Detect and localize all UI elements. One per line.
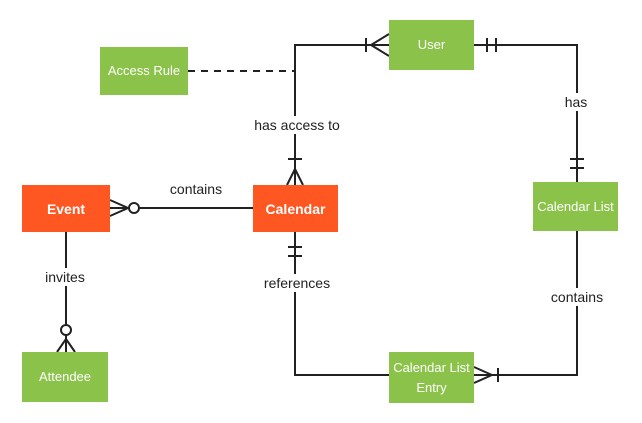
crow-foot-many-icon — [370, 33, 390, 57]
entity-access-rule[interactable]: Access Rule — [100, 47, 188, 95]
zero-circle-icon — [60, 324, 72, 336]
entity-calendar-list-label: Calendar List — [537, 198, 614, 214]
relationship-label-contains-events: contains — [164, 180, 228, 198]
crow-foot-many-icon — [56, 338, 76, 353]
zero-circle-icon — [128, 202, 140, 214]
connector-line — [294, 232, 389, 376]
connector-event-invites-attendee — [56, 232, 76, 353]
entity-event[interactable]: Event — [22, 185, 110, 232]
entity-calendar-list-entry[interactable]: Calendar List Entry — [389, 352, 474, 403]
connector-line — [474, 44, 578, 182]
connector-calendar-list-contains-entry — [473, 231, 578, 384]
relationship-label-has-access-to: has access to — [249, 116, 345, 134]
connector-line — [294, 44, 389, 185]
entity-access-rule-label: Access Rule — [107, 63, 181, 78]
connector-calendar-contains-event — [109, 199, 253, 217]
entity-calendar-list[interactable]: Calendar List — [533, 182, 618, 231]
connector-line — [474, 231, 578, 376]
relationship-label-invites: invites — [40, 268, 90, 286]
entity-calendar[interactable]: Calendar — [253, 185, 338, 232]
entity-attendee-label: Attendee — [38, 369, 92, 384]
entity-user-label: User — [417, 37, 446, 52]
entity-user[interactable]: User — [389, 20, 474, 70]
crow-foot-many-icon — [286, 168, 304, 186]
relationship-label-references: references — [258, 274, 336, 292]
crow-foot-many-icon — [473, 366, 493, 384]
entity-calendar-list-entry-label: Calendar List Entry — [393, 359, 470, 395]
entity-calendar-label: Calendar — [265, 200, 326, 217]
crow-foot-many-icon — [109, 199, 129, 217]
entity-attendee[interactable]: Attendee — [22, 352, 108, 402]
connector-entry-references-calendar — [288, 232, 389, 376]
relationship-label-contains-entries: contains — [545, 288, 609, 306]
relationship-label-has: has — [559, 93, 593, 111]
connector-user-has-calendar-list — [474, 38, 584, 182]
entity-event-label: Event — [46, 200, 86, 217]
connector-user-has-access-to-calendar — [286, 33, 390, 186]
